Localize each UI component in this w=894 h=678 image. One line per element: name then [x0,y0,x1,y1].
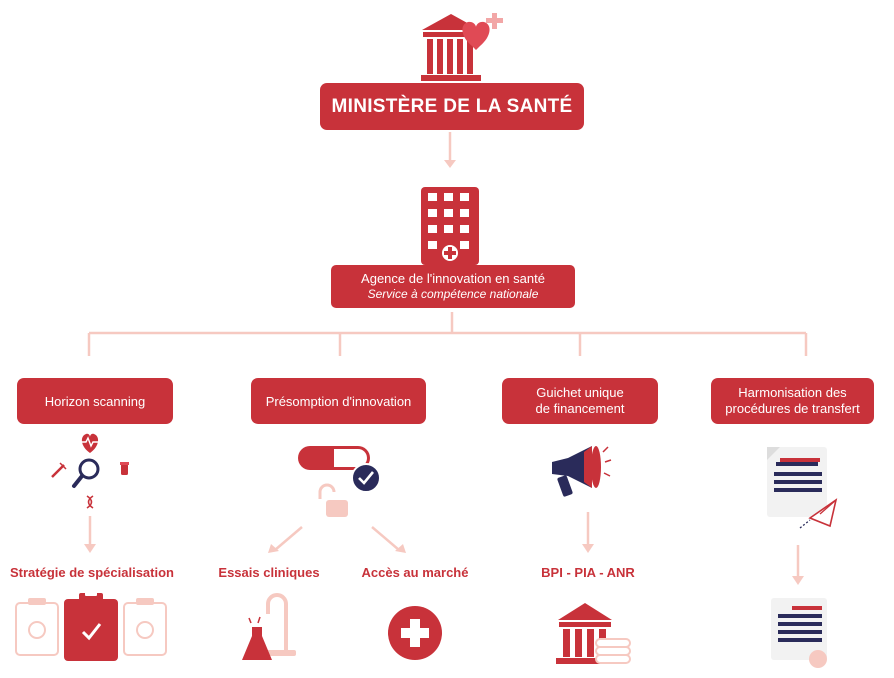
branch-harmonisation: Harmonisation des procédures de transfer… [711,378,874,424]
document-icon [767,447,827,517]
branch-label: Horizon scanning [44,393,146,409]
paper-plane-icon [799,498,838,529]
branch-label-line2: de financement [535,401,625,416]
branch-horizon-scanning: Horizon scanning [17,378,173,424]
outcome-essais-cliniques: Essais cliniques [218,565,320,580]
branch-presomption-innovation: Présomption d'innovation [251,378,426,424]
branch-guichet-unique: Guichet unique de financement [502,378,658,424]
branch-label: Présomption d'innovation [265,393,412,409]
horizon-scanning-icons [51,433,129,509]
lab-flask-microscope-icon [242,593,296,660]
certified-document-icon [771,598,827,668]
agency-box: Agence de l'innovation en santé Service … [331,265,575,308]
arrow-acces [371,526,400,551]
syringe-icon [51,464,65,478]
ministry-building-heart-icon [421,13,503,81]
medical-cross-icon [388,606,442,660]
arrow-essais [274,526,303,551]
hospital-building-icon [421,187,479,265]
branch-label-line2: procédures de transfert [725,401,860,416]
outcome-financement: BPI - PIA - ANR [541,565,635,580]
branch-label-line1: Guichet unique [536,385,624,400]
ministry-label: MINISTÈRE DE LA SANTÉ [331,95,573,117]
magnifier-icon [78,458,100,480]
agency-subtitle: Service à compétence nationale [367,287,539,301]
megaphone-icon [552,446,612,497]
agency-title: Agence de l'innovation en santé [361,271,545,286]
clipboard-set-icon [15,592,167,661]
outcome-specialisation: Stratégie de spécialisation [9,565,174,580]
bank-coins-icon [556,603,631,664]
branch-label-line1: Harmonisation des [738,385,847,400]
outcome-acces-marche: Accès au marché [361,565,469,580]
ministry-box: MINISTÈRE DE LA SANTÉ [320,83,584,130]
pill-bottle-icon [121,464,128,475]
unlocked-padlock-icon [318,483,348,517]
capsule-check-icon [298,446,381,493]
dna-icon [86,495,94,509]
